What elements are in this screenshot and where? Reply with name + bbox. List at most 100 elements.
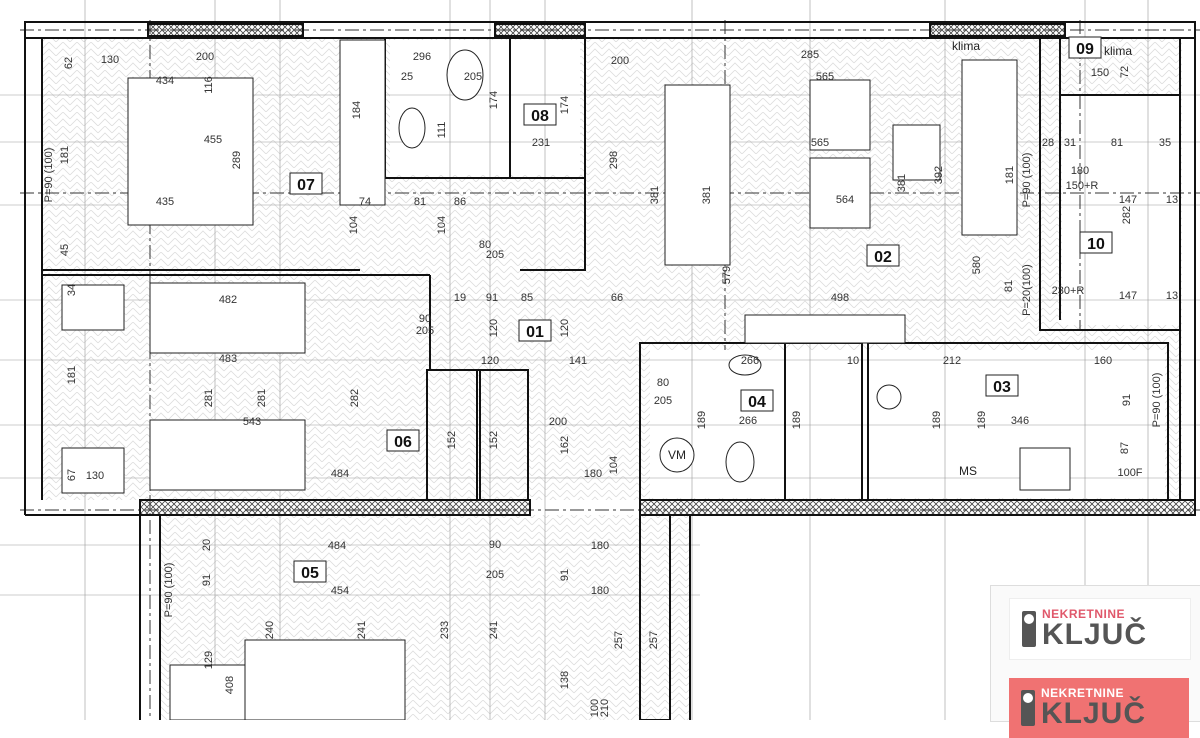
room-number: 09 — [1076, 41, 1094, 58]
dimension-label: 13 — [1166, 194, 1178, 206]
dimension-label: 104 — [348, 216, 360, 234]
key-icon — [1022, 611, 1036, 647]
dimension-label: 408 — [224, 676, 236, 694]
window-label: P=20(100) — [1021, 264, 1033, 316]
dimension-label: 100F — [1117, 467, 1142, 479]
dimension-label: 20 — [201, 539, 213, 551]
dimension-label: 91 — [486, 292, 498, 304]
sofa — [961, 59, 1018, 236]
dimension-label: 152 — [488, 431, 500, 449]
label-dishwasher: MS — [959, 464, 977, 478]
dimension-label: 483 — [219, 353, 237, 365]
dimension-label: 80 — [657, 377, 669, 389]
dimension-label: 210 — [599, 699, 611, 717]
dimension-label: 85 — [521, 292, 533, 304]
dimension-label: 34 — [66, 284, 78, 296]
dimension-label: 381 — [649, 186, 661, 204]
dimension-label: 150+R — [1066, 180, 1099, 192]
dimension-label: 266 — [741, 355, 759, 367]
dimension-label: 543 — [243, 416, 261, 428]
logo-name: KLJUČ — [1041, 697, 1147, 730]
dimension-label: 212 — [943, 355, 961, 367]
dimension-label: 392 — [933, 166, 945, 184]
dimension-label: 28 — [1042, 137, 1054, 149]
dimension-label: 138 — [559, 671, 571, 689]
dimension-label: 498 — [831, 292, 849, 304]
tv-stand — [744, 314, 906, 344]
dimension-label: 162 — [559, 436, 571, 454]
dimension-label: 241 — [356, 621, 368, 639]
room-tag-box — [740, 389, 774, 412]
dimension-label: 285 — [801, 49, 819, 61]
dimension-label: 281 — [203, 389, 215, 407]
dimension-label: 564 — [836, 194, 854, 206]
armchair — [809, 79, 871, 151]
dimension-label: 120 — [481, 355, 499, 367]
desk — [61, 284, 125, 331]
dimension-label: 296 — [413, 51, 431, 63]
dimension-label: 10 — [847, 355, 859, 367]
dimension-label: 147 — [1119, 194, 1137, 206]
dimension-label: 111 — [436, 122, 448, 139]
dimension-label: 205 — [464, 71, 482, 83]
dimension-label: 180 — [1071, 165, 1089, 177]
dimension-label: 120 — [488, 319, 500, 337]
dimension-label: 580 — [971, 256, 983, 274]
dimension-label: 91 — [559, 569, 571, 581]
dining-table — [664, 84, 731, 266]
dimension-label: 200 — [196, 51, 214, 63]
dimension-label: 455 — [204, 134, 222, 146]
dimension-label: 189 — [696, 411, 708, 429]
room-number: 03 — [993, 379, 1011, 396]
dimension-label: 266 — [739, 415, 757, 427]
toilet — [446, 49, 484, 101]
dimension-label: 180 — [591, 585, 609, 597]
dimension-label: 181 — [66, 366, 78, 384]
dimension-label: 141 — [569, 355, 587, 367]
dimension-label: 80 — [479, 239, 491, 251]
dimension-label: 130 — [101, 54, 119, 66]
dimension-label: 87 — [1119, 442, 1131, 454]
double-bed — [127, 77, 254, 226]
room-number: 01 — [526, 324, 544, 341]
dimension-label: 81 — [1111, 137, 1123, 149]
dimension-label: 147 — [1119, 290, 1137, 302]
room-number: 05 — [301, 565, 319, 582]
dimension-label: 200 — [549, 416, 567, 428]
dimension-label: 298 — [608, 151, 620, 169]
dimension-label: 90 — [489, 539, 501, 551]
coffee-table — [892, 124, 941, 181]
dimension-label: 240 — [264, 621, 276, 639]
dimension-label: 434 — [156, 75, 174, 87]
dimension-label: 104 — [608, 456, 620, 474]
dimension-label: 91 — [1121, 394, 1133, 406]
room-number: 06 — [394, 434, 412, 451]
dimension-label: 484 — [328, 540, 346, 552]
dimension-label: 381 — [896, 174, 908, 192]
dimension-label: 189 — [791, 411, 803, 429]
room-tag-box — [985, 374, 1019, 397]
dimension-label: 233 — [439, 621, 451, 639]
dimension-label: 289 — [231, 151, 243, 169]
dimension-label: 482 — [219, 294, 237, 306]
dimension-label: 579 — [721, 266, 733, 284]
dimension-label: 180 — [591, 540, 609, 552]
room-tag-box — [1079, 231, 1113, 254]
dimension-label: 72 — [1119, 66, 1131, 78]
dimension-label: 174 — [559, 96, 571, 114]
desk — [169, 664, 246, 720]
dimension-label: 205 — [654, 395, 672, 407]
dimension-label: 129 — [203, 651, 215, 669]
dimension-label: 130 — [86, 470, 104, 482]
dimension-label: 257 — [613, 631, 625, 649]
room-tag-box — [866, 244, 900, 267]
window-label: P=90 (100) — [1021, 153, 1033, 208]
dimension-label: 160 — [1094, 355, 1112, 367]
dimension-label: 231 — [532, 137, 550, 149]
dimension-label: 100 — [589, 699, 601, 717]
dimension-label: 241 — [488, 621, 500, 639]
walls — [24, 21, 1196, 720]
logo-name: KLJUČ — [1042, 618, 1148, 651]
